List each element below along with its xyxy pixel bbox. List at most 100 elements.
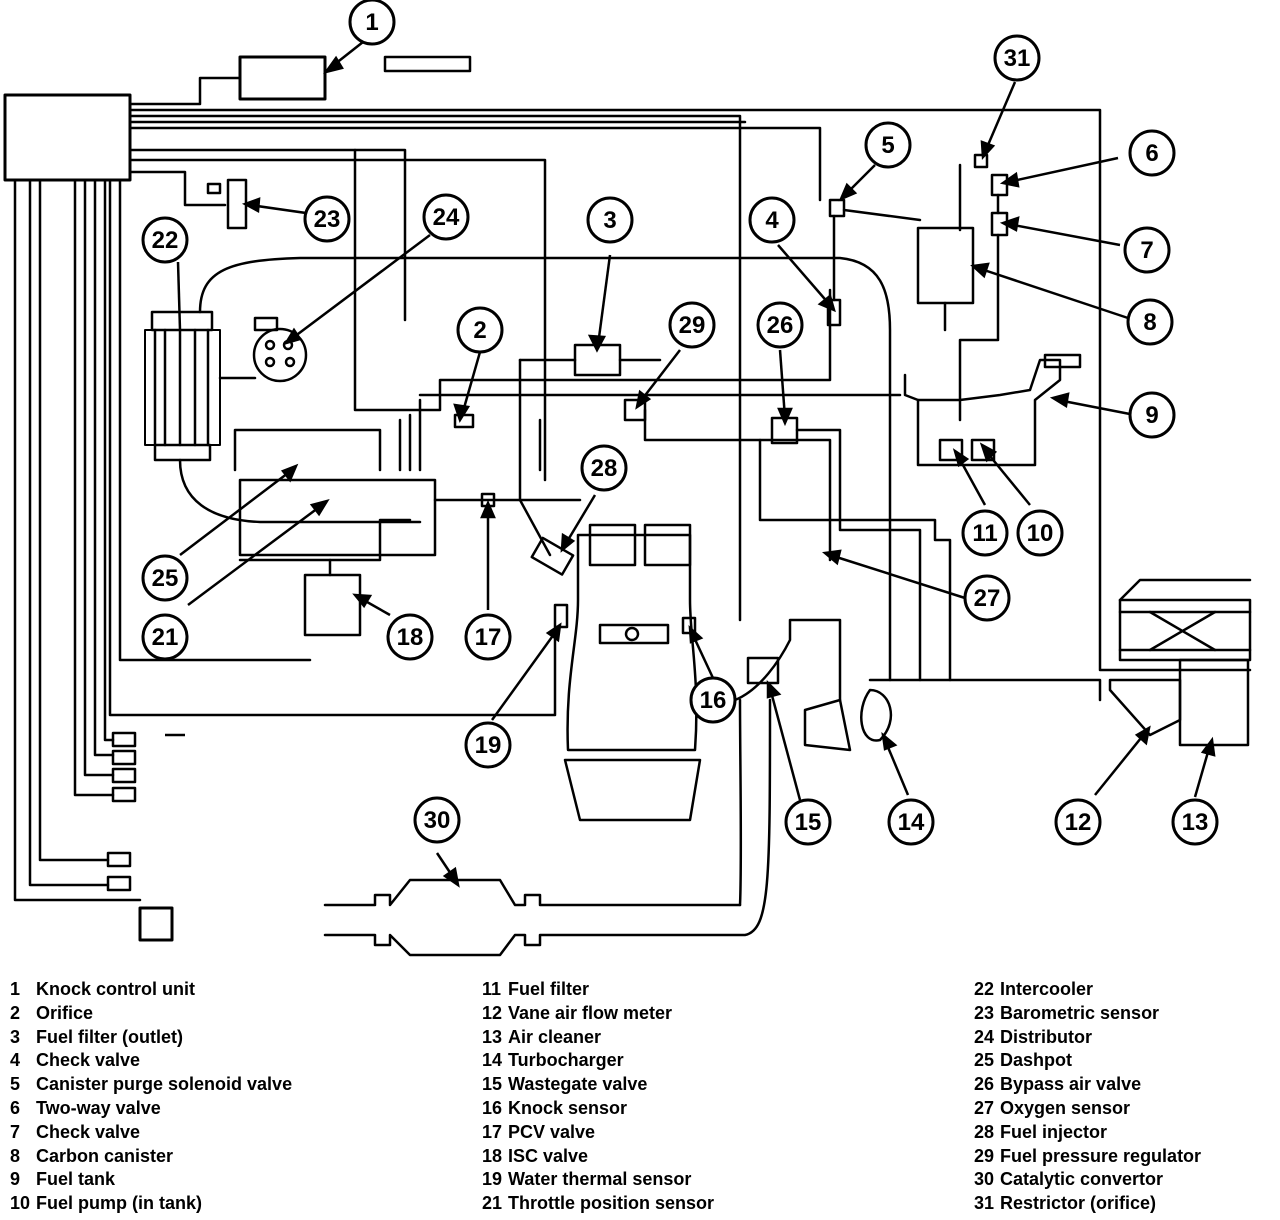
legend-label: Carbon canister bbox=[36, 1145, 174, 1166]
legend-label: Water thermal sensor bbox=[508, 1169, 692, 1190]
callout-circle bbox=[689, 676, 737, 724]
legend-number: 22 bbox=[974, 979, 995, 999]
callout-label: 11 bbox=[972, 520, 997, 547]
callout-circle bbox=[1128, 129, 1176, 177]
legend-number: 26 bbox=[974, 1074, 995, 1095]
callout-label: 22 bbox=[152, 227, 179, 254]
callout-circle bbox=[141, 216, 189, 264]
callout-label: 30 bbox=[424, 807, 451, 834]
callout-5: 5 bbox=[864, 121, 912, 169]
callout-circle bbox=[756, 301, 804, 349]
connector-6 bbox=[106, 875, 132, 892]
turbocharger bbox=[860, 688, 892, 742]
air-cleaner bbox=[1178, 658, 1250, 747]
wastegate-valve bbox=[746, 656, 780, 685]
legend-number: 7 bbox=[10, 1121, 21, 1142]
legend-label: Bypass air valve bbox=[1000, 1074, 1142, 1095]
callout-circle bbox=[887, 798, 935, 846]
callout-16: 16 bbox=[689, 676, 737, 724]
legend-label: Barometric sensor bbox=[1000, 1002, 1160, 1023]
callout-29: 29 bbox=[668, 301, 716, 349]
callout-circle bbox=[1054, 798, 1102, 846]
callout-label: 31 bbox=[1004, 45, 1031, 72]
callout-circle bbox=[961, 509, 1009, 557]
callout-circle bbox=[464, 721, 512, 769]
connector-7 bbox=[138, 906, 174, 942]
fuel-injector-body bbox=[530, 536, 575, 576]
legend-label: ISC valve bbox=[508, 1145, 589, 1166]
legend-number: 15 bbox=[482, 1074, 503, 1095]
restrictor bbox=[973, 153, 989, 169]
callout-17: 17 bbox=[464, 613, 512, 661]
control-unit-box bbox=[3, 93, 132, 182]
callout-label: 1 bbox=[365, 9, 378, 36]
knock-control-unit bbox=[238, 55, 327, 101]
legend-label: Check valve bbox=[36, 1050, 141, 1071]
callout-circle bbox=[386, 613, 434, 661]
legend-number: 24 bbox=[974, 1026, 995, 1047]
callout-1: 1 bbox=[348, 0, 396, 46]
legend-number: 27 bbox=[974, 1097, 995, 1118]
legend-label: Orifice bbox=[36, 1002, 94, 1023]
legend-label: Fuel filter bbox=[508, 979, 590, 999]
purge-solenoid-valve bbox=[828, 198, 846, 218]
callout-13: 13 bbox=[1171, 798, 1219, 846]
callout-label: 18 bbox=[397, 624, 424, 651]
legend-label: Two-way valve bbox=[36, 1097, 161, 1118]
callout-19: 19 bbox=[464, 721, 512, 769]
engine-block bbox=[566, 533, 698, 752]
callout-label: 28 bbox=[591, 455, 618, 482]
legend-number: 17 bbox=[482, 1121, 503, 1142]
callout-label: 21 bbox=[152, 624, 179, 651]
callout-circle bbox=[422, 193, 470, 241]
legend-number: 3 bbox=[10, 1026, 21, 1047]
legend-label: Restrictor (orifice) bbox=[1000, 1193, 1157, 1214]
engine-schematic: 1234567891011121314151617181921222324252… bbox=[3, 0, 1252, 957]
callout-8: 8 bbox=[1126, 298, 1174, 346]
legend-label: Wastegate valve bbox=[508, 1074, 648, 1095]
callout-28: 28 bbox=[580, 444, 628, 492]
callout-11: 11 bbox=[961, 509, 1009, 557]
legend-number: 8 bbox=[10, 1145, 21, 1166]
callout-3: 3 bbox=[586, 196, 634, 244]
callout-27: 27 bbox=[963, 574, 1011, 622]
legend-label: Vane air flow meter bbox=[508, 1002, 673, 1023]
callout-circle bbox=[864, 121, 912, 169]
callout-10: 10 bbox=[1016, 509, 1064, 557]
legend-number: 12 bbox=[482, 1002, 503, 1023]
callout-label: 13 bbox=[1182, 809, 1209, 836]
legend-number: 21 bbox=[482, 1193, 503, 1214]
legend-label: Air cleaner bbox=[508, 1026, 602, 1047]
legend-number: 10 bbox=[10, 1193, 31, 1214]
callout-15: 15 bbox=[784, 798, 832, 846]
legend-label: Dashpot bbox=[1000, 1050, 1072, 1071]
callout-label: 23 bbox=[314, 206, 341, 233]
callout-label: 14 bbox=[898, 809, 925, 836]
legend-number: 30 bbox=[974, 1169, 995, 1190]
callout-label: 5 bbox=[881, 132, 894, 159]
legend-label: Fuel pump (in tank) bbox=[36, 1193, 202, 1214]
legend-number: 4 bbox=[10, 1050, 21, 1071]
callout-label: 7 bbox=[1140, 237, 1153, 264]
callout-30: 30 bbox=[413, 796, 461, 844]
water-thermal-sensor bbox=[553, 603, 569, 629]
legend-label: Oxygen sensor bbox=[1000, 1097, 1131, 1118]
callout-circle bbox=[456, 306, 504, 354]
callout-circle bbox=[1016, 509, 1064, 557]
